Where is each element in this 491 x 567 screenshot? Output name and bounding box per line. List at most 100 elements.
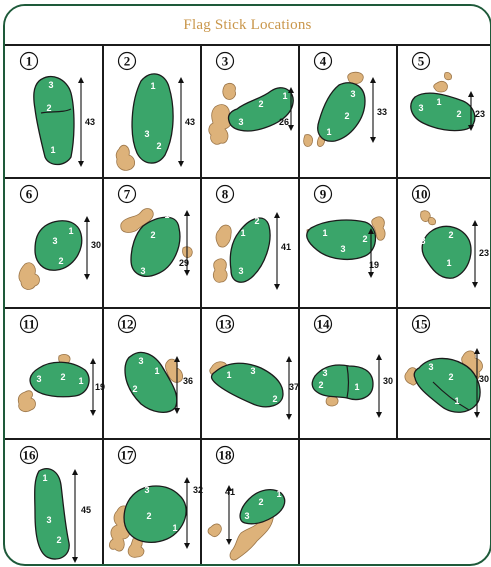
hole-number-label: 11 [23, 317, 35, 332]
pin-position-label: 1 [50, 145, 55, 155]
pin-position-label: 1 [282, 91, 287, 101]
pin-position-label: 2 [344, 111, 349, 121]
pin-position-label: 2 [56, 535, 61, 545]
depth-arrow-head-bottom [90, 410, 96, 416]
green-shape [230, 218, 270, 282]
pin-position-label: 3 [46, 515, 51, 525]
pin-position-label: 2 [448, 372, 453, 382]
bunker-shape [326, 396, 338, 406]
bunker-shape [434, 81, 448, 92]
pin-position-label: 3 [138, 356, 143, 366]
depth-arrow-head-top [72, 469, 78, 475]
depth-arrow-head-bottom [274, 284, 280, 290]
hole-number-label: 9 [320, 187, 327, 202]
pin-position-label: 3 [244, 511, 249, 521]
hole-8-cell: 841213 [213, 186, 291, 291]
depth-arrow-head-bottom [226, 539, 232, 545]
depth-arrow-head-bottom [474, 412, 480, 418]
hole-13-cell: 1337132 [210, 316, 299, 421]
pin-position-label: 2 [258, 99, 263, 109]
pin-position-label: 2 [318, 380, 323, 390]
bunker-shape [209, 105, 232, 145]
hole-16-cell: 1645132 [21, 447, 92, 564]
pin-position-label: 1 [354, 382, 359, 392]
pin-position-label: 3 [428, 362, 433, 372]
depth-arrow-head-bottom [78, 161, 84, 167]
pin-position-label: 1 [164, 210, 169, 220]
pin-position-label: 1 [322, 228, 327, 238]
pin-position-label: 1 [68, 226, 73, 236]
pin-position-label: 1 [240, 228, 245, 238]
depth-arrow-head-bottom [178, 161, 184, 167]
pin-position-label: 3 [144, 129, 149, 139]
pin-position-label: 2 [46, 103, 51, 113]
green-shape [318, 83, 365, 142]
pin-position-label: 3 [48, 80, 53, 90]
bunker-shape [116, 145, 134, 170]
depth-arrow-head-top [468, 91, 474, 97]
depth-label: 45 [81, 505, 91, 515]
depth-label: 23 [475, 109, 485, 119]
depth-arrow-head-top [472, 220, 478, 226]
pin-position-label: 2 [448, 230, 453, 240]
depth-label: 26 [279, 117, 289, 127]
pin-position-label: 1 [172, 523, 177, 533]
depth-label: 41 [225, 487, 235, 497]
depth-arrow-head-top [474, 348, 480, 354]
green-shape [422, 226, 471, 278]
depth-arrow-head-bottom [184, 543, 190, 549]
depth-label: 41 [281, 242, 291, 252]
pin-position-label: 3 [140, 266, 145, 276]
pin-position-label: 3 [340, 244, 345, 254]
depth-arrow-head-bottom [174, 408, 180, 414]
pin-position-label: 1 [454, 396, 459, 406]
depth-arrow-head-top [274, 212, 280, 218]
pin-position-label: 1 [436, 97, 441, 107]
hole-number-label: 15 [415, 317, 429, 332]
pin-position-label: 1 [446, 258, 451, 268]
green-shape [35, 469, 70, 559]
pin-position-label: 1 [276, 489, 281, 499]
bunker-shape [304, 135, 313, 147]
depth-arrow-head-bottom [286, 414, 292, 420]
pin-position-label: 2 [146, 511, 151, 521]
pin-position-label: 3 [418, 103, 423, 113]
pin-position-label: 2 [272, 394, 277, 404]
pin-position-label: 1 [226, 370, 231, 380]
pin-position-label: 3 [322, 368, 327, 378]
depth-arrow-head-top [184, 477, 190, 483]
depth-label: 30 [479, 374, 489, 384]
depth-arrow-head-bottom [72, 557, 78, 563]
depth-arrow-head-top [84, 216, 90, 222]
pin-position-label: 2 [258, 497, 263, 507]
pin-position-label: 1 [154, 366, 159, 376]
bunker-shape [444, 72, 451, 79]
depth-arrow-head-top [370, 77, 376, 83]
hole-10-cell: 1023321 [413, 186, 490, 289]
hole-2-cell: 243132 [116, 53, 195, 171]
depth-label: 32 [193, 485, 203, 495]
depth-arrow-head-top [90, 358, 96, 364]
bunker-shape [19, 263, 40, 290]
hole-number-label: 3 [222, 54, 229, 69]
hole-number-label: 2 [124, 54, 131, 69]
depth-label: 29 [179, 258, 189, 268]
pin-position-label: 2 [150, 230, 155, 240]
pin-position-label: 3 [420, 236, 425, 246]
hole-number-label: 8 [222, 187, 229, 202]
depth-arrow-head-bottom [184, 270, 190, 276]
hole-number-label: 4 [320, 54, 327, 69]
depth-arrow-head-top [184, 210, 190, 216]
bunker-shape [428, 217, 435, 224]
depth-arrow-head-top [376, 354, 382, 360]
depth-arrow-head-bottom [472, 282, 478, 288]
depth-label: 30 [383, 376, 393, 386]
pin-position-label: 2 [362, 234, 367, 244]
